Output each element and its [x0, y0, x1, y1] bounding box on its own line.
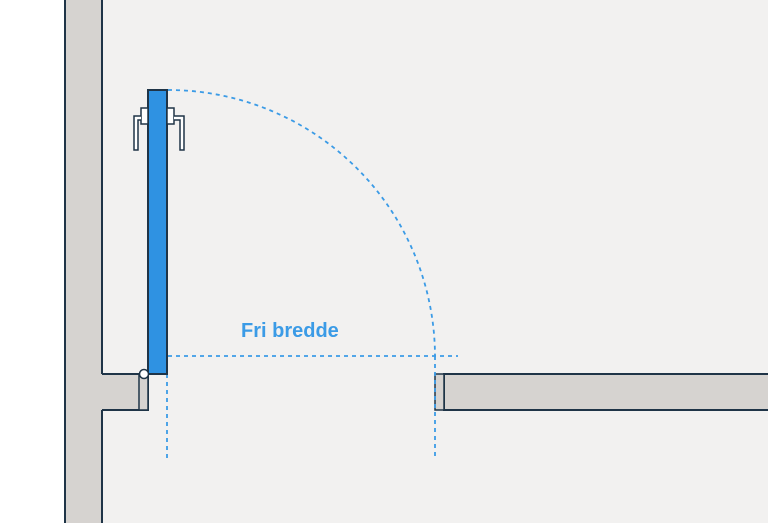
left-wall-upper-fill	[66, 0, 101, 374]
clear-width-label: Fri bredde	[241, 320, 339, 342]
door-handle-icon	[133, 107, 185, 151]
door-leaf	[147, 89, 168, 375]
right-wall	[443, 373, 768, 411]
door-swing-arc	[167, 89, 436, 357]
hinge-icon	[138, 368, 150, 380]
left-wall-stub-fill	[65, 373, 148, 411]
left-wall-lower-fill	[66, 411, 101, 523]
door-frame-left	[138, 373, 149, 411]
room-floor	[102, 0, 768, 523]
door-frame-right	[434, 373, 445, 411]
